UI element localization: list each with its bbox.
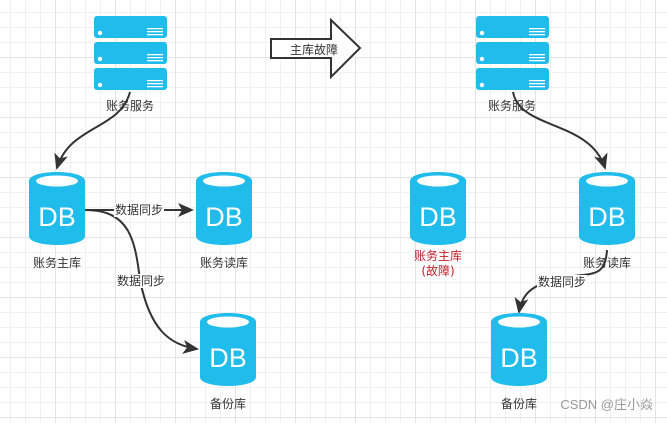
edge-label-sync-read: 数据同步 — [114, 203, 165, 217]
edge-label-sync-backup: 数据同步 — [116, 274, 167, 288]
read-db-label: 账务读库 — [582, 256, 631, 270]
right-arrow-icon — [270, 17, 362, 80]
master-db-label-failed: 账务主库 — [413, 249, 462, 263]
backup-db-label: 备份库 — [500, 397, 537, 411]
database-icon-read — [579, 172, 635, 245]
master-db-label: 账务主库 — [32, 256, 81, 270]
database-icon-master-failed — [410, 172, 466, 245]
edge-label-sync-backup: 数据同步 — [537, 275, 588, 289]
database-icon-backup — [491, 313, 547, 386]
database-icon-backup — [200, 313, 256, 386]
server-stack-icon — [476, 16, 549, 90]
database-icon-read — [196, 172, 252, 245]
service-label: 账务服务 — [105, 99, 154, 113]
backup-db-label: 备份库 — [209, 397, 246, 411]
service-label: 账务服务 — [487, 99, 536, 113]
edge-service-to-read — [512, 91, 608, 170]
transition-label: 主库故障 — [290, 43, 339, 57]
edge-service-to-master — [54, 91, 131, 170]
watermark: CSDN @庄小焱 — [560, 397, 653, 412]
master-db-status: (故障) — [421, 264, 455, 278]
read-db-label: 账务读库 — [199, 256, 248, 270]
database-icon-master — [29, 172, 85, 245]
server-stack-icon — [94, 16, 167, 90]
